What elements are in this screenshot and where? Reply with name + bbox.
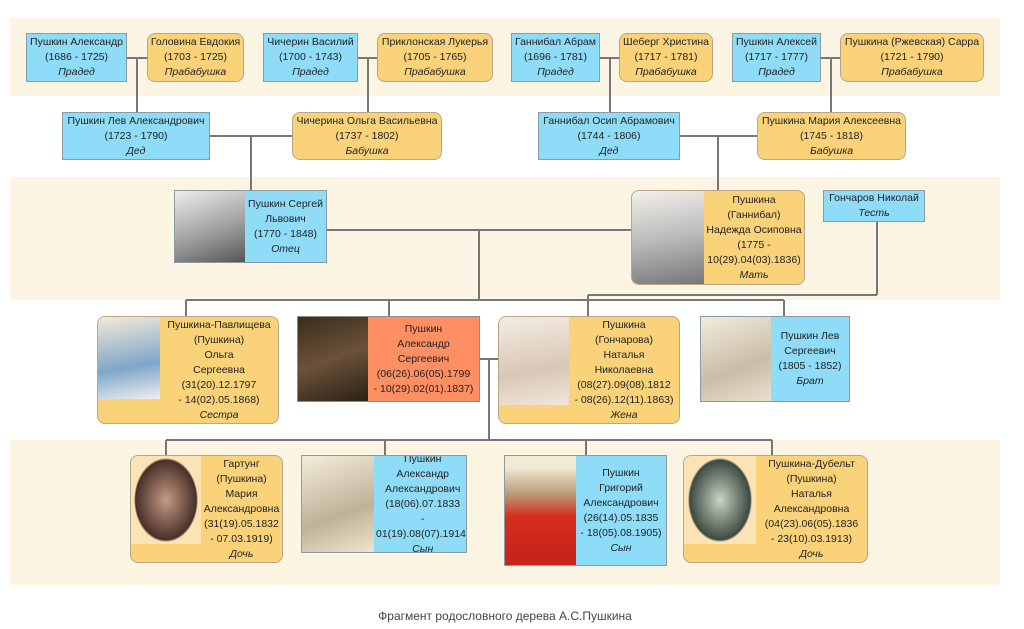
person-card-pushkin-sergey[interactable]: Пушкин Сергей Львович (1770 - 1848) Отец (174, 190, 327, 263)
person-card-pushkin-lev-aleksandrovich[interactable]: Пушкин Лев Александрович (1723 - 1790) Де… (62, 112, 210, 160)
person-name: Пушкина (Ганнибал) Надежда Осиповна (177… (706, 193, 802, 266)
person-card-sheberg-khristina[interactable]: Шеберг Христина (1717 - 1781) Прабабушка (619, 33, 713, 82)
portrait-image (298, 317, 368, 401)
person-card-pushkin-aleksandr[interactable]: Пушкин Александр (1686 - 1725) Прадед (26, 33, 127, 82)
person-name: Гартунг (Пушкина) Мария Александровна (3… (203, 457, 280, 545)
person-name: Пушкин Лев Александрович (1723 - 1790) (67, 114, 205, 142)
relation-label: Прабабушка (404, 66, 466, 78)
portrait-image (499, 317, 569, 405)
connector (127, 57, 147, 112)
person-name: Пушкина (Ржевская) Сарра (1721 - 1790) (844, 36, 980, 63)
relation-label: Сын (412, 542, 434, 553)
person-card-chicherin-vasiliy[interactable]: Чичерин Василий (1700 - 1743) Прадед (263, 33, 358, 82)
person-card-gannibal-abram[interactable]: Ганнибал Абрам (1696 - 1781) Прадед (511, 33, 600, 82)
person-name: Чичерин Василий (1700 - 1743) (267, 36, 354, 63)
connector (185, 229, 785, 316)
person-card-chicherina-olga[interactable]: Чичерина Ольга Васильевна (1737 - 1802) Б… (292, 112, 442, 160)
portrait-image (684, 456, 756, 544)
person-card-pushkina-sarra[interactable]: Пушкина (Ржевская) Сарра (1721 - 1790) Пр… (840, 33, 984, 82)
person-card-pushkin-grigoriy[interactable]: Пушкин Григорий Александрович (26(14).05… (504, 455, 667, 566)
person-name: Пушкин Александр Сергеевич (06(26).06(05… (373, 322, 474, 395)
connector (358, 57, 377, 112)
person-name: Пушкина (Гончарова) Наталья Николаевна (… (574, 318, 674, 406)
relation-label: Тесть (858, 207, 890, 219)
portrait-image (175, 191, 245, 262)
person-name: Пушкин Григорий Александрович (26(14).05… (580, 466, 662, 539)
person-name: Пушкина-Дубельт (Пушкина) Наталья Алекса… (764, 457, 859, 545)
person-name: Пушкин Александр Александрович (18(06).0… (376, 455, 467, 540)
portrait-image (505, 456, 576, 565)
person-name: Пушкин Лев Сергеевич (1805 - 1852) (778, 330, 842, 372)
person-name: Ганнибал Абрам (1696 - 1781) (515, 36, 596, 63)
person-card-gartung-mariya[interactable]: Гартунг (Пушкина) Мария Александровна (3… (130, 455, 283, 563)
person-name: Пушкина-Павлищева (Пушкина) Ольга Сергее… (167, 318, 271, 406)
relation-label: Прабабушка (881, 66, 943, 78)
person-name: Пушкина Мария Алексеевна (1745 - 1818) (761, 114, 902, 142)
person-card-pushkina-pavlishcheva-olga[interactable]: Пушкина-Павлищева (Пушкина) Ольга Сергее… (97, 316, 279, 424)
person-name: Чичерина Ольга Васильевна (1737 - 1802) (296, 114, 438, 142)
relation-label: Бабушка (809, 144, 854, 157)
relation-label: Жена (610, 408, 638, 421)
person-name: Ганнибал Осип Абрамович (1744 - 1806) (543, 114, 675, 142)
portrait-image (131, 456, 201, 544)
relation-label: Прадед (58, 66, 95, 78)
person-card-pushkina-dubelt-natalya[interactable]: Пушкина-Дубельт (Пушкина) Наталья Алекса… (683, 455, 868, 563)
person-name: Гончаров Николай (829, 192, 919, 204)
connector (165, 358, 773, 455)
relation-label: Мать (739, 268, 769, 281)
connector (821, 57, 840, 112)
relation-label: Прабабушка (635, 66, 697, 78)
relation-label: Прадед (758, 66, 795, 78)
relation-label: Брат (796, 375, 824, 387)
person-name: Пушкин Алексей (1717 - 1777) (735, 36, 818, 63)
person-name: Пушкин Сергей Львович (1770 - 1848) (248, 197, 323, 240)
person-card-pushkin-aleksandr-aleksandrovich[interactable]: Пушкин Александр Александрович (18(06).0… (301, 455, 467, 553)
person-name: Шеберг Христина (1717 - 1781) (623, 36, 709, 63)
relation-label: Дед (599, 144, 619, 157)
person-card-gannibal-osip[interactable]: Ганнибал Осип Абрамович (1744 - 1806) Дед (538, 112, 680, 160)
connector (600, 57, 619, 112)
relation-label: Прабабушка (164, 66, 227, 78)
person-card-pushkin-lev-sergeevich[interactable]: Пушкин Лев Сергеевич (1805 - 1852) Брат (700, 316, 850, 402)
portrait-image (701, 317, 771, 401)
connector (680, 135, 757, 190)
person-card-pushkina-mariya[interactable]: Пушкина Мария Алексеевна (1745 - 1818) Ба… (757, 112, 906, 160)
relation-label: Дочь (799, 547, 824, 560)
person-card-pushkina-natalya-nikolaevna[interactable]: Пушкина (Гончарова) Наталья Николаевна (… (498, 316, 680, 424)
person-name: Головина Евдокия (1703 - 1725) (150, 36, 241, 63)
relation-label: Сын (610, 541, 632, 554)
person-card-golovina-evdokiya[interactable]: Головина Евдокия (1703 - 1725) Прабабушка (147, 33, 244, 82)
relation-label: Отец (271, 242, 300, 255)
relation-label: Прадед (292, 66, 329, 78)
relation-label: Сестра (199, 408, 239, 421)
relation-label: Дед (126, 144, 146, 157)
figure-caption: Фрагмент родословного дерева А.С.Пушкина (378, 609, 632, 623)
relation-label: Дочь (229, 547, 254, 560)
portrait-image (632, 191, 704, 284)
relation-label: Прадед (537, 66, 574, 78)
portrait-image (98, 317, 160, 399)
person-card-priklonskaya-lukerya[interactable]: Приклонская Лукерья (1705 - 1765) Прабабу… (377, 33, 493, 82)
connector (587, 222, 878, 316)
relation-label: Бабушка (345, 144, 389, 157)
portrait-image (302, 456, 374, 552)
person-card-pushkina-nadezhda[interactable]: Пушкина (Ганнибал) Надежда Осиповна (177… (631, 190, 805, 285)
person-card-pushkin-aleksey[interactable]: Пушкин Алексей (1717 - 1777) Прадед (732, 33, 821, 82)
connector (210, 135, 292, 190)
person-name: Пушкин Александр (1686 - 1725) (30, 36, 123, 63)
person-card-pushkin-aleksandr-sergeevich[interactable]: Пушкин Александр Сергеевич (06(26).06(05… (297, 316, 480, 402)
person-name: Приклонская Лукерья (1705 - 1765) (381, 36, 489, 63)
